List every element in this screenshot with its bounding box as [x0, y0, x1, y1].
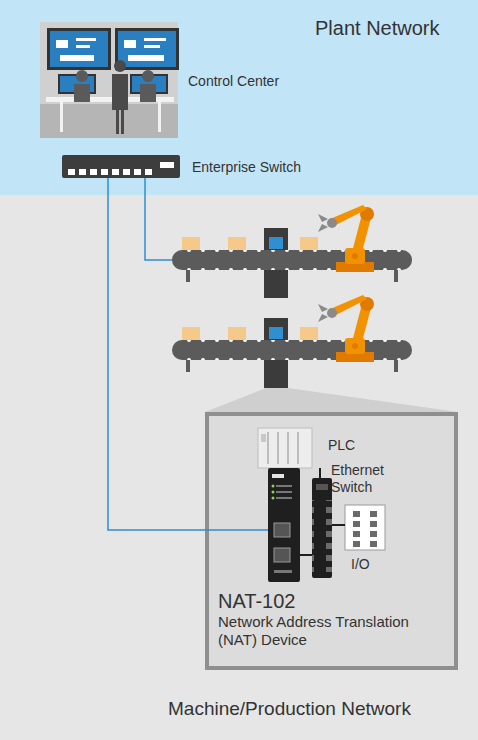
drawing-g [353, 511, 377, 547]
drawing-rect [258, 428, 312, 468]
drawing-circle [142, 70, 154, 82]
drawing-rect [60, 102, 63, 132]
drawing-circle [76, 70, 88, 82]
drawing-rect [276, 485, 292, 487]
drawing-rect [118, 31, 176, 67]
node-label: Ethernet Switch [331, 462, 397, 496]
drawing-rect [272, 474, 284, 478]
node-label: Plant Network [315, 16, 440, 40]
node-label: I/O [351, 556, 370, 573]
drawing-rect [353, 541, 360, 547]
drawing-rect [370, 511, 377, 517]
drawing-rect [158, 102, 161, 132]
network-cable [300, 554, 312, 556]
drawing-rect [370, 521, 377, 527]
drawing-rect [62, 155, 180, 178]
drawing-rect [370, 541, 377, 547]
node-label: Control Center [188, 73, 279, 90]
drawing-rect [50, 31, 108, 67]
drawing-path [56, 38, 166, 61]
node-label: Enterprise Switch [192, 159, 301, 176]
drawing-circle [114, 60, 126, 72]
drawing-rect [274, 570, 292, 573]
drawing-rect [207, 414, 456, 668]
drawing-path [74, 84, 90, 102]
node-box: I/O [345, 505, 385, 550]
network-cable [319, 468, 321, 478]
node-box: NAT-102Network Address Translation (NAT)… [268, 468, 300, 582]
drawing-use [172, 295, 412, 388]
drawing-rect [0, 195, 478, 740]
drawing-rect [316, 484, 328, 490]
node-box: Control Center [40, 22, 178, 138]
node-box: Enterprise Switch [62, 155, 180, 178]
node-label: Machine/Production Network [168, 697, 411, 720]
drawing-rect [68, 155, 156, 178]
drawing-rect [274, 523, 290, 537]
drawing-rect [268, 468, 300, 582]
node-box: Plant NetworkControl CenterEnterprise Sw… [0, 0, 478, 195]
drawing-circle [272, 485, 275, 488]
drawing-path [268, 432, 298, 464]
drawing-rect [274, 548, 290, 562]
node-label: Network Address Translation (NAT) Device [218, 613, 444, 649]
drawing-rect [312, 500, 332, 572]
drawing-rect [345, 505, 385, 550]
drawing-rect [276, 491, 292, 493]
drawing-rect [312, 478, 332, 578]
drawing-rect [160, 162, 174, 168]
drawing-path [140, 84, 156, 102]
drawing-use [172, 205, 412, 298]
drawing-rect [47, 28, 111, 70]
drawing-rect [353, 521, 360, 527]
node-box: Ethernet Switch [312, 478, 332, 578]
drawing-path [145, 178, 172, 260]
node-box: Machine/Production NetworkPLCEthernet Sw… [0, 195, 478, 740]
drawing-path [112, 74, 128, 134]
drawing-rect [261, 434, 266, 442]
network-cable [332, 524, 345, 526]
drawing-rect [353, 511, 360, 517]
drawing-polygon [205, 388, 458, 412]
drawing-rect [276, 497, 292, 499]
drawing-circle [272, 497, 275, 500]
network-cable [108, 178, 268, 530]
drawing-rect [0, 0, 478, 195]
node-box: PLC [258, 428, 312, 468]
drawing-circle [272, 491, 275, 494]
drawing-rect [353, 531, 360, 537]
node-label: PLC [328, 437, 355, 454]
drawing-rect [370, 531, 377, 537]
drawing-rect [40, 22, 178, 138]
node-label: NAT-102 [218, 589, 295, 613]
